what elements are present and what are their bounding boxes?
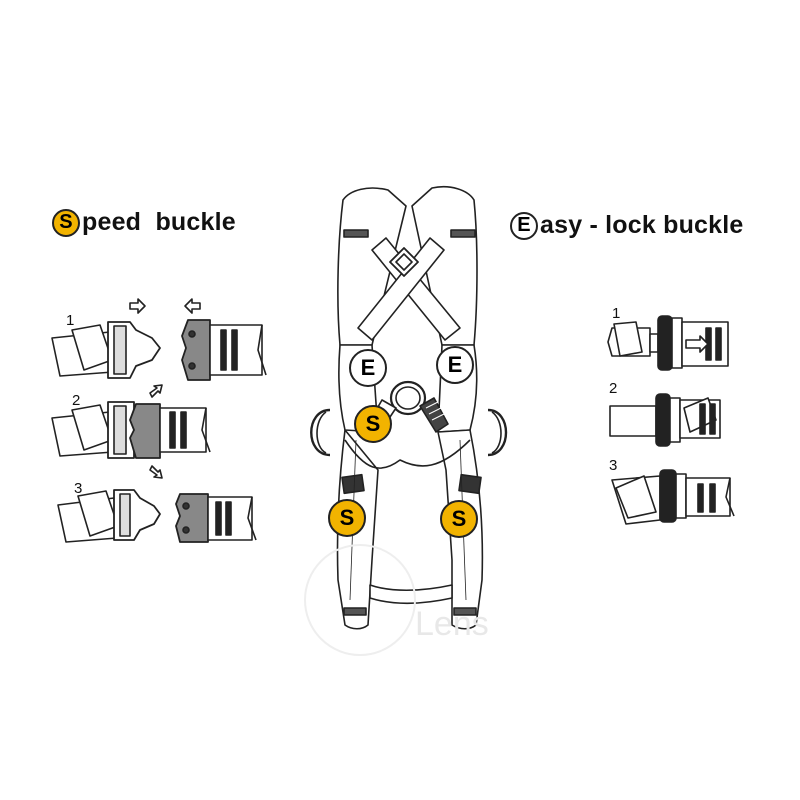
speed-buckle-heading: S peed buckle [52, 208, 236, 237]
speed-left-leg-badge-icon: S [328, 499, 366, 537]
harness-illustration [310, 185, 508, 630]
speed-heading-text: peed buckle [82, 208, 236, 236]
easy-heading-text: asy - lock buckle [540, 211, 744, 239]
speed-right-leg-badge-icon: S [440, 500, 478, 538]
easy-lock-right-badge-icon: E [436, 346, 474, 384]
easy-step-3 [611, 469, 735, 525]
easy-step-1-number: 1 [612, 305, 621, 322]
speed-step-2 [51, 384, 211, 479]
easy-lock-buckle-heading: E asy - lock buckle [510, 211, 744, 240]
speed-step-1-left [51, 298, 161, 379]
speed-step-3-right [175, 493, 257, 543]
easy-step-2 [609, 393, 721, 447]
easy-step-1 [607, 315, 729, 371]
easy-step-2-number: 2 [609, 380, 618, 397]
speed-badge-icon: S [52, 208, 80, 237]
speed-chest-badge-icon: S [354, 405, 392, 443]
speed-step-2-number: 2 [72, 392, 81, 409]
speed-step-1-number: 1 [66, 312, 75, 329]
watermark-logo-icon [304, 544, 416, 656]
speed-step-3-left [57, 489, 161, 543]
easy-lock-left-badge-icon: E [349, 349, 387, 387]
easy-step-3-number: 3 [609, 457, 618, 474]
speed-step-1-right [181, 298, 267, 381]
watermark-text: Lens [415, 605, 489, 643]
speed-step-3-number: 3 [74, 480, 83, 497]
easy-badge-icon: E [510, 211, 538, 240]
